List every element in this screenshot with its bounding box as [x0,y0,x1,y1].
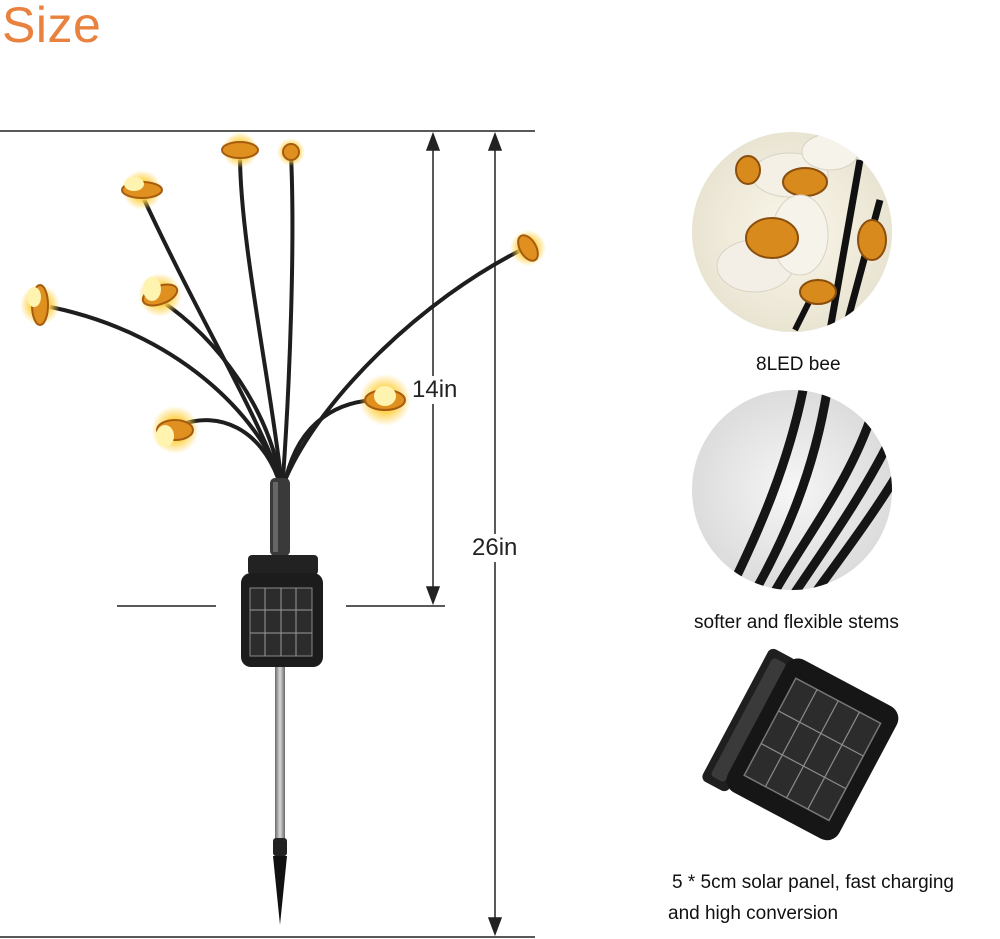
measurement-guides [0,130,535,938]
page-title: Size [2,0,102,53]
total-height-label: 26in [470,534,520,562]
stem-height-label: 14in [410,376,460,404]
detail-solar-panel [702,648,899,841]
solar-panel [241,555,323,667]
detail-bee-closeup [692,132,892,332]
solar-caption-line1: 5 * 5cm solar panel, fast charging [672,872,954,893]
bee-caption: 8LED bee [756,354,841,375]
stems-caption: softer and flexible stems [694,612,899,633]
detail-stems-closeup [692,390,892,590]
bee-lights [20,132,546,454]
solar-caption-line2: and high conversion [668,903,839,924]
stem-collar [270,478,290,556]
stems [38,153,527,480]
ground-stake [273,667,287,925]
